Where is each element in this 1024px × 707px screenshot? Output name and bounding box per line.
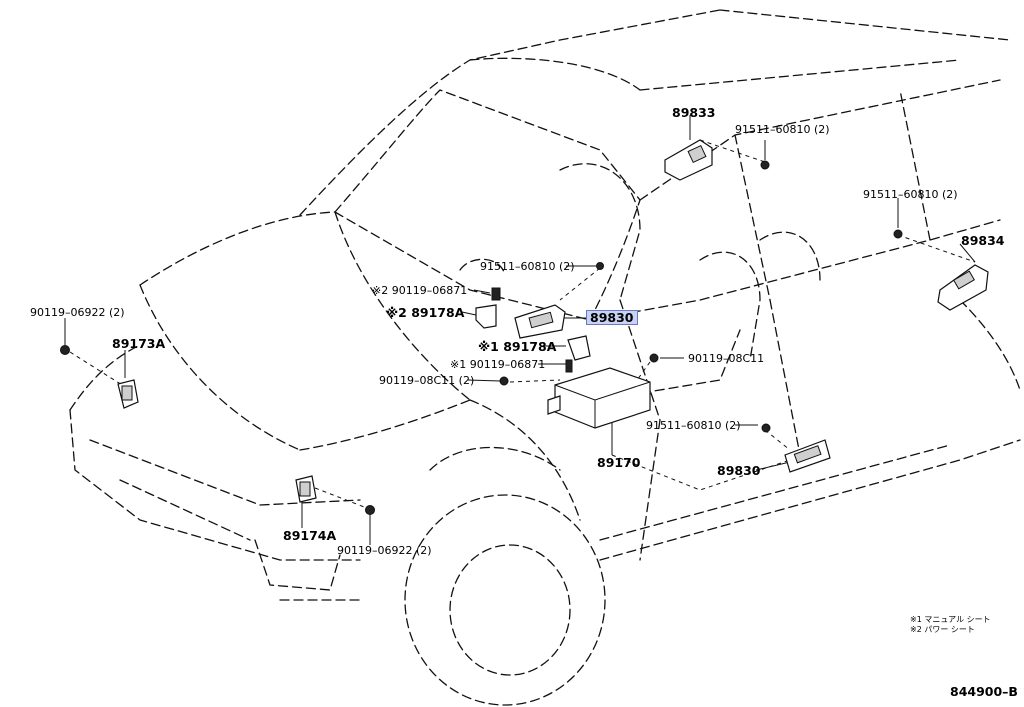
label-90119-06871-1: ※1 90119–06871 [450,358,546,371]
bolt-91511-a [760,160,770,170]
label-91511-60810-a: 91511–60810 (2) [735,123,830,136]
diagram-id: 844900–B [950,684,1018,699]
bolt-90119-06871-1 [565,359,573,373]
note-power-seat: ※2 パワー シート [910,625,975,634]
label-91511-60810-d: 91511–60810 (2) [646,419,741,432]
bolt-91511-c [893,229,903,239]
bolt-91511-b [596,262,604,270]
part-89174A-sensor [295,475,317,503]
label-89174A: 89174A [283,528,337,543]
note-manual-seat: ※1 マニュアル シート [910,615,991,624]
label-89833: 89833 [672,105,716,120]
label-90119-06871-2: ※2 90119–06871 [372,284,468,297]
bolt-90119-08c11-a [499,376,509,386]
part-89170-ecu [547,367,651,429]
part-89173A-sensor [117,379,139,409]
part-89178A-bracket-1 [567,335,591,361]
label-89170: 89170 [597,455,641,470]
bolt-90119-06922-a [60,345,70,355]
label-89178A-1: ※1 89178A [478,339,557,354]
part-89178A-bracket-2 [475,304,497,329]
part-89830-sensor [514,304,566,339]
label-89830-highlighted[interactable]: 89830 [586,310,638,325]
label-90119-08c11-b: 90119–08C11 [688,352,765,365]
bolt-90119-08c11-b [649,353,659,363]
label-90119-06922-b: 90119–06922 (2) [337,544,432,557]
label-91511-60810-b: 91511–60810 (2) [480,260,575,273]
bolt-91511-d [761,423,771,433]
label-90119-06922-a: 90119–06922 (2) [30,306,125,319]
vehicle-outline [69,9,1021,706]
bolt-90119-06922-b [365,505,375,515]
part-89834-sensor [937,264,989,311]
label-89178A-2: ※2 89178A [386,305,465,320]
label-89834: 89834 [961,233,1005,248]
part-89833-sensor [664,139,713,181]
label-89830: 89830 [717,463,761,478]
part-89830-rear-sensor [784,439,831,473]
label-91511-60810-c: 91511–60810 (2) [863,188,958,201]
bolt-90119-06871-2 [491,287,501,301]
label-89173A: 89173A [112,336,166,351]
label-90119-08c11-a: 90119–08C11 (2) [379,374,475,387]
